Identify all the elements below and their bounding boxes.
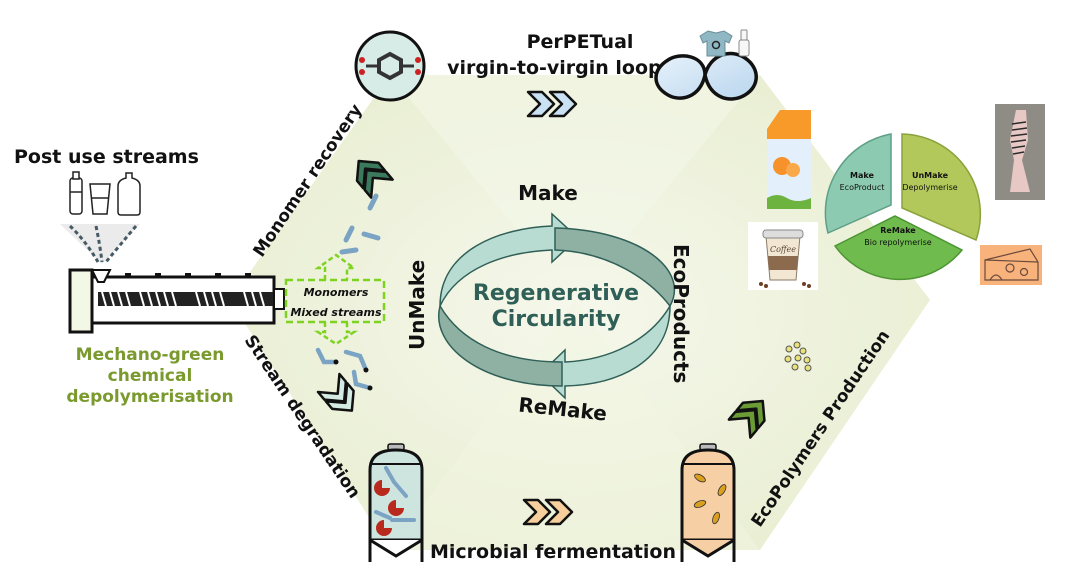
- perpetual-label-line2: virgin-to-virgin loops: [447, 57, 673, 79]
- mini-make-sub: EcoProduct: [840, 183, 885, 192]
- unmake-label: UnMake: [405, 260, 429, 350]
- coffee-cup-icon: Coffee: [748, 222, 818, 290]
- microbial-fermentation-label: Microbial fermentation: [430, 541, 676, 563]
- feed-funnel-icon: [60, 224, 140, 264]
- polymer-granules-icon: [784, 341, 812, 372]
- coffee-cup-label: Coffee: [770, 245, 796, 254]
- regenerative-cycle-arrows: [438, 212, 676, 400]
- mini-cycle-pie: [824, 133, 982, 281]
- perpetual-label-line1: PerPETual: [527, 31, 634, 53]
- mini-segment-make: [824, 133, 892, 235]
- mini-segment-unmake: [901, 133, 982, 242]
- process-label-line3: depolymerisation: [66, 387, 233, 407]
- infinity-loop-icon: [654, 51, 758, 101]
- tshirt-recycle-icon: [699, 30, 733, 57]
- extruder-machine-icon: [68, 268, 285, 334]
- mini-remake-sub: Bio repolymerise: [864, 238, 932, 247]
- plastic-bottle-icon: [738, 29, 750, 57]
- hex-facet-bottom: [390, 300, 760, 550]
- process-label-line1: Mechano-green: [76, 345, 225, 365]
- mini-unmake-sub: Depolymerise: [902, 183, 957, 192]
- mini-segment-remake: [833, 215, 964, 281]
- plastic-containers-icon: [69, 171, 141, 216]
- monomer-molecule-icon: [354, 30, 426, 102]
- chevron-up-icon-green: [727, 399, 766, 439]
- post-use-streams-title: Post use streams: [14, 146, 199, 168]
- process-label-line2: chemical: [108, 366, 193, 386]
- mini-unmake-title: UnMake: [912, 171, 949, 180]
- mini-make-title: Make: [850, 171, 874, 180]
- hex-facet-top: [390, 75, 760, 300]
- chevron-right-icon-peach: [522, 498, 574, 526]
- mixed-streams-label: Mixed streams: [290, 306, 382, 319]
- center-title-line1: Regenerative: [473, 281, 639, 306]
- monomers-mixed-streams-box: Monomers Mixed streams: [284, 253, 386, 346]
- cheese-icon: [980, 245, 1042, 285]
- monomer-fragments-icon: [339, 193, 381, 255]
- mixed-stream-fragments-icon: [315, 347, 373, 391]
- chevron-up-icon-dark-green: [355, 159, 394, 199]
- material-sample-photo: [995, 104, 1045, 200]
- monomers-label: Monomers: [304, 286, 369, 299]
- chevron-down-icon-light-teal: [316, 372, 355, 412]
- center-title-line2: Circularity: [492, 307, 621, 332]
- mini-remake-title: ReMake: [880, 226, 916, 235]
- make-label: Make: [518, 181, 578, 205]
- chevron-right-icon-blue: [526, 90, 578, 118]
- juice-carton-icon: [767, 110, 811, 209]
- ecoproducts-label: EcoProducts: [669, 244, 693, 383]
- fermentation-tank-ecopolymer-icon: [680, 443, 736, 562]
- fermentation-tank-degradation-icon: [368, 443, 424, 562]
